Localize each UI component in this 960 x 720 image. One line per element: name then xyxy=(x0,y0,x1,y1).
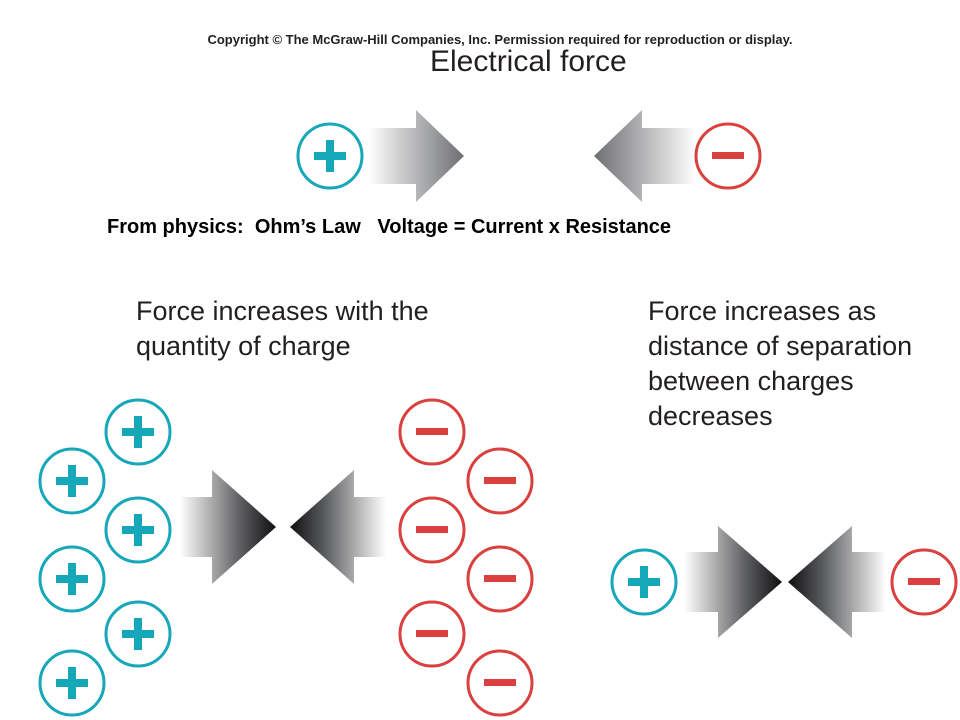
quantity-arrow-left xyxy=(290,470,386,584)
top-positive-charge xyxy=(296,122,364,190)
distance-caption: Force increases as distance of separatio… xyxy=(648,294,912,434)
negative-charge xyxy=(466,545,534,613)
close-negative-charge xyxy=(890,548,958,616)
negative-charge xyxy=(398,496,466,564)
copyright-notice: Copyright © The McGraw-Hill Companies, I… xyxy=(207,32,793,47)
diagram-title: Electrical force xyxy=(430,45,627,78)
negative-charge xyxy=(466,649,534,717)
positive-charge-group xyxy=(38,398,172,717)
distance-arrow-left xyxy=(788,526,886,638)
distance-caption-line: decreases xyxy=(648,401,773,431)
positive-charge xyxy=(38,545,106,613)
close-positive-charge xyxy=(610,548,678,616)
negative-charge-group xyxy=(398,398,534,717)
positive-charge xyxy=(38,447,106,515)
distance-caption-line: distance of separation xyxy=(648,331,913,361)
top-negative-charge xyxy=(694,122,762,190)
top-arrow-left xyxy=(594,110,696,202)
quantity-caption-line: quantity of charge xyxy=(136,331,351,361)
distance-arrow-right xyxy=(684,526,782,638)
quantity-caption-line: Force increases with the xyxy=(136,296,429,326)
quantity-arrow-right xyxy=(180,470,276,584)
ohms-law-note: From physics: Ohm’s Law Voltage = Curren… xyxy=(107,216,672,238)
distance-caption-line: Force increases as xyxy=(648,296,877,326)
negative-charge xyxy=(466,447,534,515)
negative-charge xyxy=(398,398,466,466)
quantity-caption: Force increases with the quantity of cha… xyxy=(136,294,429,364)
positive-charge xyxy=(104,398,172,466)
top-arrow-right xyxy=(368,110,464,202)
positive-charge xyxy=(104,496,172,564)
positive-charge xyxy=(38,649,106,717)
positive-charge xyxy=(104,600,172,668)
distance-caption-line: between charges xyxy=(648,366,854,396)
negative-charge xyxy=(398,600,466,668)
